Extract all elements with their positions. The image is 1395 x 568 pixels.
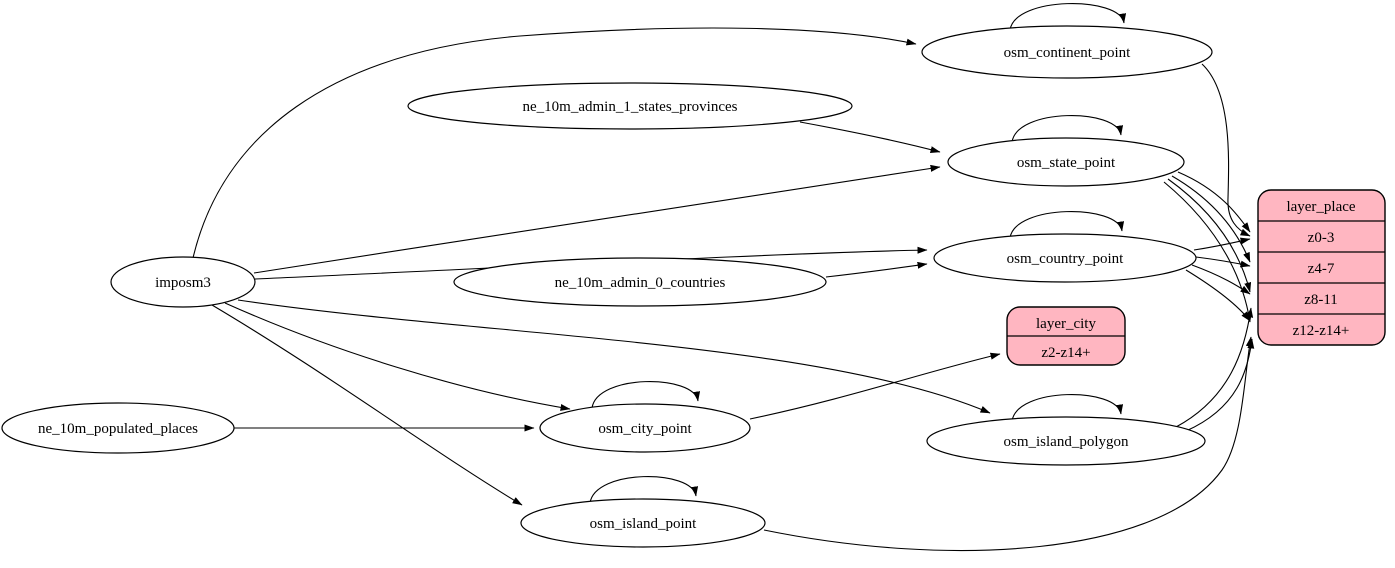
osm_state_point-label: osm_state_point — [1017, 155, 1116, 171]
edge-osm_island_polygon-layer_place-z8-11 — [1175, 307, 1254, 428]
layer_city-title: layer_city — [1036, 316, 1096, 332]
osm_city_point-label: osm_city_point — [598, 421, 692, 437]
edge-osm_state_point-layer_place-z0-3 — [1177, 171, 1251, 233]
layer_place-box — [1257, 189, 1386, 346]
node-osm_island_polygon: osm_island_polygon — [926, 416, 1206, 466]
osm_island_point-label: osm_island_point — [590, 516, 698, 532]
node-osm_city_point: osm_city_point — [539, 403, 751, 453]
node-osm_continent_point: osm_continent_point — [921, 25, 1213, 79]
ne_10m_admin_1_states_provinces-label: ne_10m_admin_1_states_provinces — [523, 99, 738, 115]
node-ne_10m_admin_1_states_provinces: ne_10m_admin_1_states_provinces — [407, 82, 853, 130]
record-layer_place: layer_place z0-3 z4-7 z8-11 z12-z14+ — [1257, 189, 1386, 346]
edge-osm_continent_point-self-loop — [1009, 3, 1127, 31]
node-osm_state_point: osm_state_point — [947, 137, 1185, 187]
node-osm_country_point: osm_country_point — [933, 233, 1197, 283]
edge-osm_state_point-layer_place-z4-7 — [1171, 175, 1251, 263]
edge-imposm3-osm_island_polygon — [237, 299, 991, 414]
edge-osm_country_point-layer_place-z0-3 — [1193, 237, 1251, 251]
imposm3-label: imposm3 — [155, 275, 211, 291]
node-imposm3: imposm3 — [110, 256, 256, 308]
edge-osm_country_point-layer_place-z4-7 — [1195, 256, 1251, 268]
edge-ne_10m_admin_1_states_provinces-osm_state_point — [799, 121, 941, 153]
edge-osm_state_point-self-loop — [1011, 115, 1124, 143]
osm_island_point-ellipse — [520, 498, 766, 548]
ne_10m_admin_1_states_provinces-ellipse — [407, 82, 853, 130]
layer_place-row-z8-11: z8-11 — [1304, 292, 1338, 308]
edge-osm_island_polygon-layer_place-z12-z14 — [1185, 338, 1255, 432]
osm_continent_point-ellipse — [921, 25, 1213, 79]
osm_city_point-ellipse — [539, 403, 751, 453]
osm_island_polygon-ellipse — [926, 416, 1206, 466]
ne_10m_admin_0_countries-ellipse — [453, 257, 827, 307]
edge-imposm3-osm_island_point — [211, 304, 523, 506]
layer_place-row-z4-7: z4-7 — [1308, 261, 1335, 277]
edge-osm_country_point-layer_place-z12-z14 — [1185, 269, 1251, 322]
edge-osm_country_point-self-loop — [1009, 211, 1125, 239]
osm_state_point-ellipse — [947, 137, 1185, 187]
layer_place-row-z0-3: z0-3 — [1308, 230, 1335, 246]
edge-imposm3-osm_state_point — [253, 164, 941, 274]
edge-osm_city_point-self-loop — [591, 381, 701, 409]
ne_10m_populated_places-label: ne_10m_populated_places — [38, 421, 198, 437]
osm_country_point-label: osm_country_point — [1007, 251, 1124, 267]
node-ne_10m_populated_places: ne_10m_populated_places — [1, 402, 235, 454]
edge-osm_island_polygon-self-loop — [1011, 394, 1124, 422]
edge-osm_island_point-layer_place-z12-z14 — [763, 336, 1253, 552]
osm_continent_point-label: osm_continent_point — [1004, 45, 1131, 61]
node-ne_10m_admin_0_countries: ne_10m_admin_0_countries — [453, 257, 827, 307]
ne_10m_admin_0_countries-label: ne_10m_admin_0_countries — [555, 275, 726, 291]
edge-osm_continent_point-layer_place-z0-3 — [1201, 63, 1251, 237]
edge-ne_10m_admin_0_countries-osm_country_point — [825, 261, 928, 278]
edge-imposm3-osm_continent_point — [192, 27, 917, 259]
edges — [192, 3, 1255, 552]
layer_place-row-z12-z14: z12-z14+ — [1293, 323, 1350, 339]
edge-osm_island_point-self-loop — [589, 476, 699, 504]
edge-osm_city_point-layer_city-z2-z14 — [749, 352, 1001, 420]
record-layer_city: layer_city z2-z14+ — [1006, 306, 1126, 366]
edge-osm_state_point-layer_place-z8-11 — [1167, 178, 1252, 293]
node-osm_island_point: osm_island_point — [520, 498, 766, 548]
osm_island_polygon-label: osm_island_polygon — [1003, 434, 1129, 450]
layer_place-title: layer_place — [1286, 199, 1355, 215]
edge-imposm3-osm_city_point — [224, 302, 571, 411]
layer_city-row-z2-z14: z2-z14+ — [1041, 345, 1090, 361]
osm_country_point-ellipse — [933, 233, 1197, 283]
ne_10m_populated_places-ellipse — [1, 402, 235, 454]
edge-osm_country_point-layer_place-z8-11 — [1191, 264, 1251, 295]
imposm3-ellipse — [110, 256, 256, 308]
